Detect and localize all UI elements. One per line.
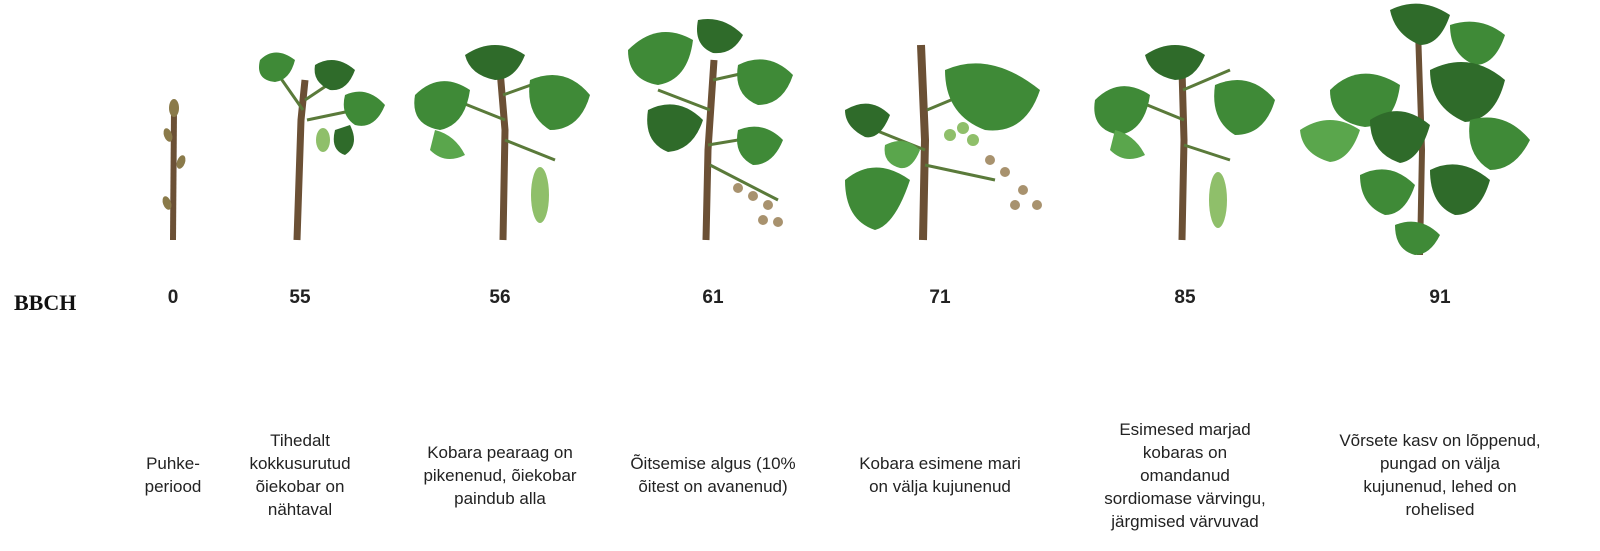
stage-description: Võrsete kasv on lõppenud, pungad on välj… — [1300, 410, 1580, 540]
berries-colouring-illustration — [1090, 0, 1280, 250]
stage-description: Õitsemise algus (10% õitest on avanenud) — [618, 410, 808, 540]
bbch-code: 55 — [205, 287, 395, 309]
stage-description: Kobara esimene mari on välja kujunenud — [845, 410, 1035, 540]
bbch-code: 91 — [1300, 287, 1580, 309]
bbch-row-label: BBCH — [14, 290, 76, 316]
stage-description: Esimesed marjad kobaras on omandanud sor… — [1090, 410, 1280, 540]
flowering-begins-illustration — [618, 0, 808, 250]
inflorescence-hanging-illustration — [405, 0, 595, 250]
first-berry-illustration — [845, 0, 1055, 250]
bbch-code: 61 — [618, 287, 808, 309]
bbch-code: 71 — [845, 287, 1035, 309]
bbch-code: 56 — [405, 287, 595, 309]
inflorescence-visible-illustration — [205, 0, 395, 250]
bbch-code: 85 — [1090, 287, 1280, 309]
stage-description: Kobara pearaag on pikenenud, õiekobar pa… — [405, 410, 595, 540]
stage-description: Tihedalt kokkusurutud õiekobar on nähtav… — [205, 410, 395, 540]
shoot-growth-complete-illustration — [1300, 0, 1540, 265]
